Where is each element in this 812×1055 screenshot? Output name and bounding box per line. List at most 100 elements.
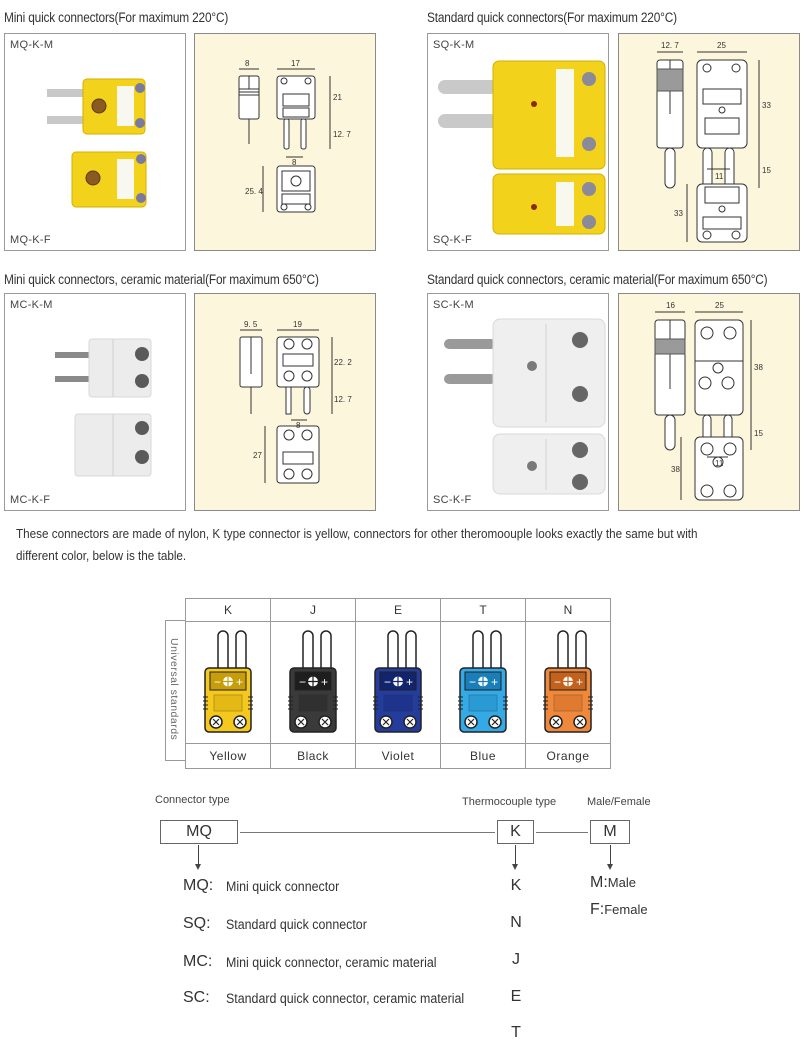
dim-side-width: 16: [666, 301, 675, 310]
arrow-down-icon: [512, 845, 518, 870]
pin: [405, 630, 417, 670]
model-label-male: MC-K-M: [10, 299, 53, 311]
plus-symbol: +: [236, 675, 243, 689]
dim-body-height: 22. 2: [334, 358, 352, 367]
screw-slot: [382, 718, 390, 726]
dim-front-width: 25: [715, 301, 724, 310]
pin: [47, 89, 87, 97]
dim-body-height: 38: [754, 363, 763, 372]
window: [213, 694, 243, 712]
window: [383, 694, 413, 712]
gender-desc: Female: [604, 902, 648, 917]
minus-symbol: −: [469, 675, 476, 689]
section-title-mini-quick: Mini quick connectors(For maximum 220°C): [4, 10, 229, 25]
screw-slot: [297, 718, 305, 726]
connector-line: [240, 832, 495, 833]
connector-code: SQ:: [183, 915, 211, 932]
screw-icon: [135, 118, 145, 128]
terminal-cross: [308, 676, 318, 687]
color-name-cell: Black: [270, 743, 356, 769]
thermocouple-type-label: Thermocouple type: [462, 796, 557, 808]
section-title-standard-ceramic: Standard quick connectors, ceramic mater…: [427, 272, 768, 287]
color-table: K J E T N −+ −+ −+ −+ −+ Yellow Black Vi…: [185, 598, 611, 769]
dim-side-width: 12. 7: [661, 41, 679, 50]
dim-pin-spacing: 8: [292, 158, 297, 167]
pin: [235, 630, 247, 670]
dim-body-height: 33: [762, 101, 771, 110]
dim-pin-spacing: 11: [715, 459, 724, 468]
thermocouple-code: E: [510, 988, 522, 1005]
model-label-female: SQ-K-F: [433, 234, 473, 246]
pin: [387, 630, 399, 670]
description-text: These connectors are made of nylon, K ty…: [16, 526, 698, 563]
connector-code: MC:: [183, 953, 213, 970]
dim-female-height: 33: [674, 209, 683, 218]
connector-line: [536, 832, 588, 833]
model-label-female: MQ-K-F: [10, 234, 51, 246]
mc-connector-photo: [55, 338, 152, 477]
connector-t-image: −+: [458, 630, 508, 733]
gender-box: M: [590, 820, 630, 844]
pin: [472, 630, 484, 670]
connector-type-label: Connector type: [155, 794, 230, 806]
window: [117, 159, 134, 199]
dim-front-width: 25: [717, 41, 726, 50]
drawing-panel-mq: 8 17 21 12. 7 8 25. 4: [194, 33, 376, 251]
drawing-panel-sc: 16 25 38 15 11 38: [618, 293, 800, 511]
connector-image-cell: −+: [355, 621, 441, 744]
connector-image-cell: −+: [440, 621, 526, 744]
minus-symbol: −: [214, 675, 221, 689]
window: [298, 694, 328, 712]
screw-slot: [236, 718, 244, 726]
color-name-cell: Violet: [355, 743, 441, 769]
screw-slot: [212, 718, 220, 726]
dim-pin-spacing: 8: [296, 421, 301, 430]
connector-code: SC:: [183, 989, 210, 1006]
minus-symbol: −: [299, 675, 306, 689]
dim-female-height: 27: [253, 451, 262, 460]
pin: [302, 630, 314, 670]
connector-image-cell: −+: [525, 621, 611, 744]
section-title-standard-quick: Standard quick connectors(For maximum 22…: [427, 10, 677, 25]
connector-desc: Standard quick connector, ceramic materi…: [226, 991, 465, 1006]
model-label-male: MQ-K-M: [10, 39, 54, 51]
connector-n-image: −+: [543, 630, 593, 733]
photo-panel-mq: MQ-K-M MQ-K-F: [4, 33, 186, 251]
header-cell: K: [185, 598, 271, 622]
plus-symbol: +: [576, 675, 583, 689]
pin: [490, 630, 502, 670]
connector-code: MQ:: [183, 877, 214, 894]
universal-standards-label: Universal standards: [168, 638, 180, 741]
screw-slot: [552, 718, 560, 726]
connector-desc: Mini quick connector, ceramic material: [226, 955, 437, 970]
side-label-cell: [165, 620, 185, 761]
color-name-cell: Blue: [440, 743, 526, 769]
screw-icon: [136, 193, 146, 203]
mc-dimension-drawing: 9. 5 19 22. 2 12. 7 8 27: [239, 320, 352, 484]
connector-e-image: −+: [373, 630, 423, 733]
connector-body: [71, 151, 147, 208]
table-header-row: K J E T N: [185, 598, 611, 622]
color-name-cell: Yellow: [185, 743, 271, 769]
terminal-hole: [85, 170, 101, 186]
photo-panel-sc: SC-K-M SC-K-F: [427, 293, 609, 511]
header-cell: E: [355, 598, 441, 622]
sq-connector-photo: [438, 60, 606, 235]
arrow-down-icon: [195, 845, 201, 870]
model-label-female: SC-K-F: [433, 494, 472, 506]
terminal-cross: [563, 676, 573, 687]
plus-symbol: +: [406, 675, 413, 689]
minus-symbol: −: [554, 675, 561, 689]
terminal-cross: [223, 676, 233, 687]
mq-connector-photo: [47, 78, 147, 208]
pin: [217, 630, 229, 670]
connector-j-image: −+: [288, 630, 338, 733]
dim-front-width: 19: [293, 320, 302, 329]
photo-panel-sq: SQ-K-M SQ-K-F: [427, 33, 609, 251]
connector-image-cell: −+: [185, 621, 271, 744]
screw-slot: [321, 718, 329, 726]
thermocouple-code: K: [510, 877, 522, 894]
dim-pin-length: 12. 7: [334, 395, 352, 404]
dim-pin-length: 15: [754, 429, 763, 438]
drawing-panel-sq: 12. 7 25 33 15 11 33: [618, 33, 800, 251]
